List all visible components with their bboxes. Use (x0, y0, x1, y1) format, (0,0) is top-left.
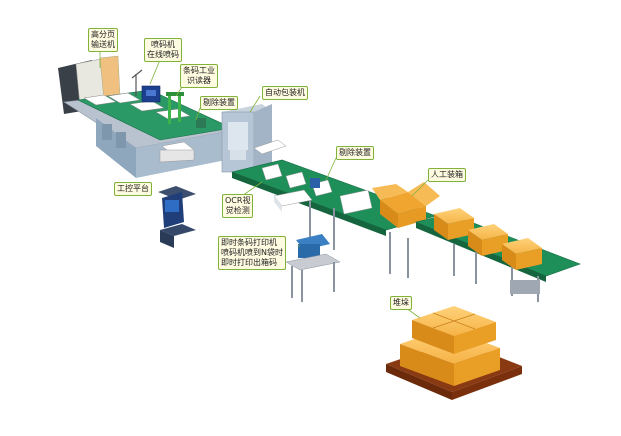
label-control-platform: 工控平台 (114, 182, 152, 196)
main-conveyor-legs (309, 200, 409, 278)
control-panel (158, 186, 196, 248)
barcode-reader (166, 92, 184, 124)
inkjet-printer (131, 69, 161, 103)
reject-tray (273, 189, 313, 212)
closed-box-1 (434, 208, 474, 240)
label-printer: 即时条码打印机 喷码机喷到N袋时 即时打印出箱码 (218, 236, 286, 270)
label-manual-box: 人工装箱 (428, 168, 466, 182)
barcode-printer-station (285, 234, 341, 302)
label-stack: 堆垛 (390, 296, 412, 310)
auto-packing-machine (221, 104, 287, 173)
label-barcode-reader: 条码工业 识读器 (180, 64, 218, 88)
reject-device (159, 118, 206, 163)
label-feeder: 高分页 输送机 (88, 28, 118, 52)
first-conveyor (76, 89, 234, 141)
label-reject-2: 剔除装置 (336, 146, 374, 160)
closed-box-3 (502, 238, 542, 270)
label-auto-pack: 自动包装机 (262, 86, 308, 100)
label-ocr: OCR视 觉检测 (222, 194, 254, 218)
pallet-stack (386, 306, 522, 400)
label-inkjet: 喷码机 在线喷码 (144, 38, 182, 62)
open-box (372, 182, 440, 228)
callout-leaders (99, 50, 429, 319)
label-reject: 剔除装置 (200, 96, 238, 110)
closed-box-2 (468, 224, 508, 256)
